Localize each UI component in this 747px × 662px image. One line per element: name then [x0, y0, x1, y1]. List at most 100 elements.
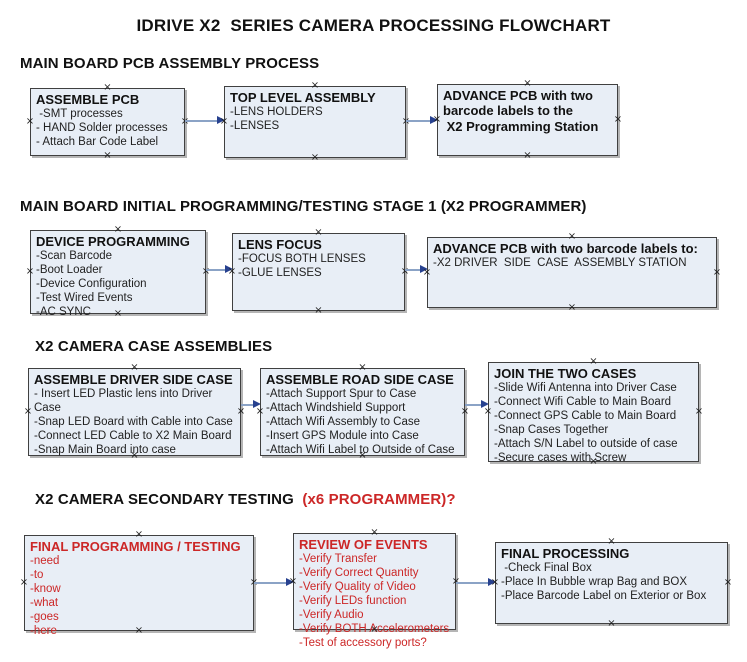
box-top-level-assembly: TOP LEVEL ASSEMBLY -LENS HOLDERS-LENSES …: [220, 81, 410, 163]
box-item-list: -Slide Wifi Antenna into Driver Case-Con…: [494, 381, 693, 465]
box-item-list: -X2 DRIVER SIDE CASE ASSEMBLY STATION: [433, 256, 711, 270]
box-item: -Test of accessory ports?: [299, 637, 427, 650]
box-title: ADVANCE PCB with two barcode labels to:: [433, 241, 698, 256]
connection-point-icon: ×: [180, 116, 190, 127]
box-item-list: -LENS HOLDERS-LENSES: [230, 105, 400, 133]
box-item: -LENSES: [230, 120, 280, 133]
box-item: -Place Barcode Label on Exterior or Box: [501, 590, 707, 603]
connector-line: [405, 269, 422, 271]
box-item: -Place In Bubble wrap Bag and BOX: [501, 576, 688, 589]
box-item: -Verify Audio: [299, 609, 364, 622]
box-item: -goes: [30, 611, 59, 624]
connection-point-icon: ×: [19, 577, 29, 588]
connection-point-icon: ×: [310, 152, 320, 163]
box-item: -Attach Wifi Assembly to Case: [266, 416, 421, 429]
box-lens-focus: LENS FOCUS -FOCUS BOTH LENSES-GLUE LENSE…: [228, 228, 409, 316]
arrowhead-icon: [217, 116, 225, 124]
connection-point-icon: ×: [523, 150, 532, 161]
box-item: -Attach Support Spur to Case: [266, 388, 417, 401]
connector-line: [465, 404, 483, 406]
box-item: -Snap Main Board into case: [34, 444, 176, 457]
box-item-list: -need-to-know-what-goes-here: [30, 554, 248, 638]
section-heading-secondary-testing: X2 CAMERA SECONDARY TESTING (x6 PROGRAMM…: [35, 491, 456, 508]
box-item: -Attach Windshield Support: [266, 402, 406, 415]
connection-point-icon: ×: [103, 150, 112, 161]
box-item: -need: [30, 555, 60, 568]
box-title: FINAL PROCESSING: [501, 546, 630, 561]
connection-point-icon: ×: [460, 406, 470, 417]
connection-point-icon: ×: [25, 116, 35, 127]
box-item: -SMT processes: [36, 108, 123, 121]
box-item: -Device Configuration: [36, 278, 147, 291]
box-item: -AC SYNC: [36, 306, 91, 319]
box-join-the-two-cases: JOIN THE TWO CASES -Slide Wifi Antenna i…: [484, 357, 703, 467]
box-item: -Insert GPS Module into Case: [266, 430, 419, 443]
box-item: -Secure cases with Screw: [494, 452, 627, 465]
box-item: -Verify LEDs function: [299, 595, 407, 608]
connector-line: [206, 269, 227, 271]
box-title: ASSEMBLE ROAD SIDE CASE: [266, 372, 454, 387]
box-advance-pcb-driver-side: ADVANCE PCB with two barcode labels to: …: [423, 232, 721, 313]
box-item: -Scan Barcode: [36, 250, 113, 263]
box-item: -Check Final Box: [501, 562, 592, 575]
box-item-list: -Scan Barcode-Boot Loader-Device Configu…: [36, 249, 200, 319]
box-item: -Verify Transfer: [299, 553, 377, 566]
connector-line: [456, 582, 490, 584]
arrowhead-icon: [225, 265, 233, 273]
connector-line: [185, 120, 219, 122]
connection-point-icon: ×: [483, 406, 493, 417]
section-heading-case-assemblies: X2 CAMERA CASE ASSEMBLIES: [35, 338, 273, 355]
arrowhead-icon: [488, 578, 496, 586]
box-item: -Snap LED Board with Cable into Case: [34, 416, 233, 429]
box-title: ASSEMBLE PCB: [36, 92, 140, 107]
connection-point-icon: ×: [694, 406, 704, 417]
box-advance-pcb-programming-station: ADVANCE PCB with two barcode labels to t…: [433, 79, 622, 161]
connection-point-icon: ×: [25, 266, 35, 277]
box-item: -LENS HOLDERS: [230, 106, 323, 119]
box-title: REVIEW OF EVENTS: [299, 537, 428, 552]
box-item-list: -Verify Transfer-Verify Correct Quantity…: [299, 552, 450, 650]
box-item: -Verify Correct Quantity: [299, 567, 419, 580]
connection-point-icon: ×: [401, 116, 411, 127]
connection-point-icon: ×: [236, 406, 246, 417]
box-item: -X2 DRIVER SIDE CASE ASSEMBLY STATION: [433, 257, 687, 270]
section-heading-initial-programming: MAIN BOARD INITIAL PROGRAMMING/TESTING S…: [20, 198, 587, 215]
box-item: -Snap Cases Together: [494, 424, 609, 437]
box-assemble-driver-side-case: ASSEMBLE DRIVER SIDE CASE - Insert LED P…: [24, 363, 245, 461]
box-device-programming: DEVICE PROGRAMMING -Scan Barcode-Boot Lo…: [26, 225, 210, 319]
box-item: -to: [30, 569, 44, 582]
box-item-list: - Insert LED Plastic lens into Driver Ca…: [34, 387, 235, 457]
box-item: -what: [30, 597, 59, 610]
box-final-programming-testing: FINAL PROGRAMMING / TESTING -need-to-kno…: [20, 530, 258, 638]
arrowhead-icon: [430, 116, 438, 124]
arrowhead-icon: [481, 400, 489, 408]
box-assemble-pcb: ASSEMBLE PCB -SMT processes- HAND Solder…: [26, 83, 189, 161]
box-title: FINAL PROGRAMMING / TESTING: [30, 539, 241, 554]
box-item: -Attach Wifi Label to Outside of Case: [266, 444, 455, 457]
box-item: -Connect GPS Cable to Main Board: [494, 410, 677, 423]
box-item: -Verify Quality of Video: [299, 581, 416, 594]
arrowhead-icon: [286, 578, 294, 586]
box-item-list: -Check Final Box-Place In Bubble wrap Ba…: [501, 561, 722, 603]
page-title: IDRIVE X2 SERIES CAMERA PROCESSING FLOWC…: [136, 16, 611, 35]
heading-black-part: X2 CAMERA SECONDARY TESTING: [35, 491, 299, 508]
box-title: ASSEMBLE DRIVER SIDE CASE: [34, 372, 233, 387]
box-item: -FOCUS BOTH LENSES: [238, 253, 366, 266]
box-item: -Slide Wifi Antenna into Driver Case: [494, 382, 677, 395]
box-item: - Insert LED Plastic lens into Driver Ca…: [34, 388, 216, 415]
connection-point-icon: ×: [255, 406, 265, 417]
connection-point-icon: ×: [712, 266, 722, 278]
box-item-list: -SMT processes- HAND Solder processes- A…: [36, 107, 179, 149]
box-item-list: -Attach Support Spur to Case-Attach Wind…: [266, 387, 459, 457]
box-item: -here: [30, 625, 57, 638]
box-item: -Test Wired Events: [36, 292, 133, 305]
box-item: -GLUE LENSES: [238, 267, 322, 280]
box-item-list: -FOCUS BOTH LENSES-GLUE LENSES: [238, 252, 399, 280]
box-review-of-events: REVIEW OF EVENTS -Verify Transfer-Verify…: [289, 528, 460, 650]
box-item: -Connect Wifi Cable to Main Board: [494, 396, 672, 409]
arrowhead-icon: [420, 265, 428, 273]
connection-point-icon: ×: [607, 618, 616, 629]
connection-point-icon: ×: [23, 406, 33, 417]
connection-point-icon: ×: [613, 114, 623, 125]
